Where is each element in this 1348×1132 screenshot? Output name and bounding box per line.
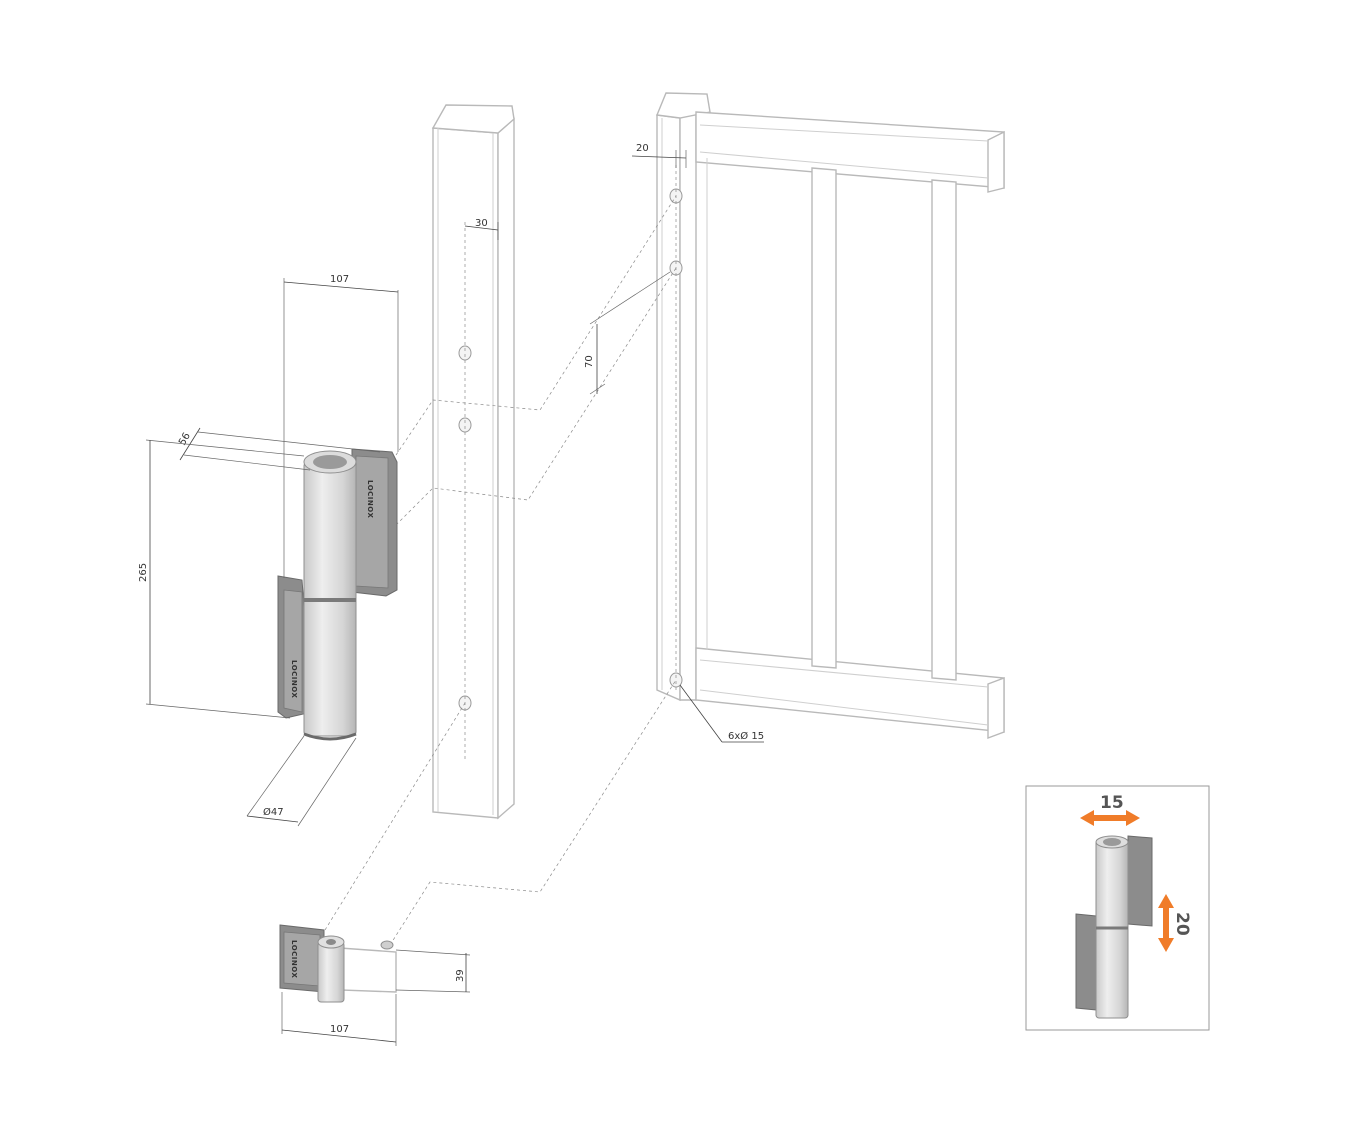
dim-diameter: Ø47 xyxy=(263,806,284,818)
main-hinge: LOCINOX LOCINOX xyxy=(277,448,398,741)
dimension-holes: 6xØ 15 xyxy=(679,684,764,743)
dimension-30: 30 xyxy=(464,218,499,240)
dim-56: 56 xyxy=(177,431,193,448)
inset-20: 20 xyxy=(1172,912,1192,936)
dim-30: 30 xyxy=(475,218,488,229)
logo-upper: LOCINOX xyxy=(366,480,374,518)
dim-107-top: 107 xyxy=(330,274,349,285)
dim-265: 265 xyxy=(138,563,149,582)
dim-107-bottom: 107 xyxy=(330,1024,349,1035)
logo-lower: LOCINOX xyxy=(290,660,298,698)
dim-20: 20 xyxy=(636,143,649,154)
dimension-107-bottom: 107 xyxy=(281,992,397,1046)
adjustment-inset: 15 20 xyxy=(1025,785,1210,1031)
vertical-arrow xyxy=(1158,894,1174,952)
dim-holes: 6xØ 15 xyxy=(728,730,764,742)
logo-base: LOCINOX xyxy=(290,940,298,978)
dimension-107-top: 107 xyxy=(283,274,399,578)
horizontal-arrow xyxy=(1080,810,1140,826)
base-hinge: LOCINOX xyxy=(279,924,397,1003)
dim-39: 39 xyxy=(455,969,466,982)
dimension-39: 39 xyxy=(395,949,471,993)
dimension-265: 265 xyxy=(138,439,305,719)
dimension-20: 20 xyxy=(631,143,687,168)
inset-15: 15 xyxy=(1100,793,1124,813)
gate-frame xyxy=(656,92,1005,740)
dimension-diameter: Ø47 xyxy=(246,735,357,827)
post xyxy=(431,104,515,820)
projection-lines xyxy=(324,195,677,946)
dimension-70: 70 xyxy=(584,271,671,395)
dim-70: 70 xyxy=(584,355,595,368)
